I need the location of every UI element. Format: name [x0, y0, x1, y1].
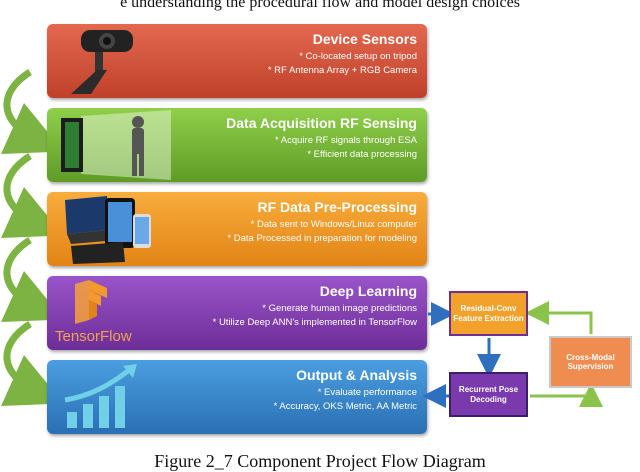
figure-caption: Figure 2_7 Component Project Flow Diagra…	[154, 451, 486, 471]
loop-arrow	[0, 69, 64, 155]
stage-bullet: * Utilize Deep ANN's implemented in Tens…	[212, 317, 417, 328]
stage-device-sensors: Device Sensors * Co-located setup on tri…	[47, 24, 427, 98]
residual-conv-box: Residual-Conv Feature Extraction	[449, 291, 528, 336]
stage-title: Output & Analysis	[296, 367, 417, 383]
loop-arrow	[0, 237, 64, 323]
stage-output-analysis: Output & Analysis * Evaluate performance…	[47, 360, 427, 434]
stage-bullet: * Evaluate performance	[317, 387, 417, 398]
stage-bullet: * Efficient data processing	[307, 149, 417, 160]
arrow-cross-to-residual	[525, 301, 593, 334]
stage-bullet: * Acquire RF signals through ESA	[274, 135, 417, 146]
tensorflow-logo-text: TensorFlow	[55, 328, 132, 345]
stage-bullet: * Co-located setup on tripod	[299, 51, 417, 62]
recurrent-pose-box: Recurrent Pose Decoding	[449, 372, 528, 417]
stage-bullet: * Generate human image predictions	[262, 303, 417, 314]
rf-sensing-icon	[61, 110, 171, 180]
loop-arrow	[0, 321, 64, 407]
stage-title: Deep Learning	[319, 283, 417, 299]
webcam-icon	[71, 30, 133, 94]
tensorflow-logo-icon	[75, 280, 107, 324]
stage-title: Data Acquisition RF Sensing	[226, 115, 417, 131]
stage-data-acquisition: Data Acquisition RF Sensing * Acquire RF…	[47, 108, 427, 182]
arrow-recurrent-to-cross	[530, 383, 603, 407]
top-text-fragment: e understanding the procedural flow and …	[120, 0, 520, 11]
growth-chart-icon	[64, 364, 137, 428]
stage-title: RF Data Pre-Processing	[257, 199, 418, 215]
cross-modal-box: Cross-Modal Supervision	[549, 336, 632, 388]
loop-arrow	[0, 153, 64, 239]
stage-deep-learning: TensorFlow Deep Learning * Generate huma…	[47, 276, 427, 350]
stage-title: Device Sensors	[312, 31, 417, 47]
devices-icon	[65, 196, 151, 264]
stage-bullet: * Data sent to Windows/Linux computer	[250, 219, 417, 230]
stage-rf-preprocessing: RF Data Pre-Processing * Data sent to Wi…	[47, 192, 427, 266]
stage-bullet: * Accuracy, OKS Metric, AA Metric	[273, 401, 417, 412]
stage-bullet: * Data Processed in preparation for mode…	[227, 233, 417, 244]
stage-bullet: * RF Antenna Array + RGB Camera	[267, 65, 417, 76]
